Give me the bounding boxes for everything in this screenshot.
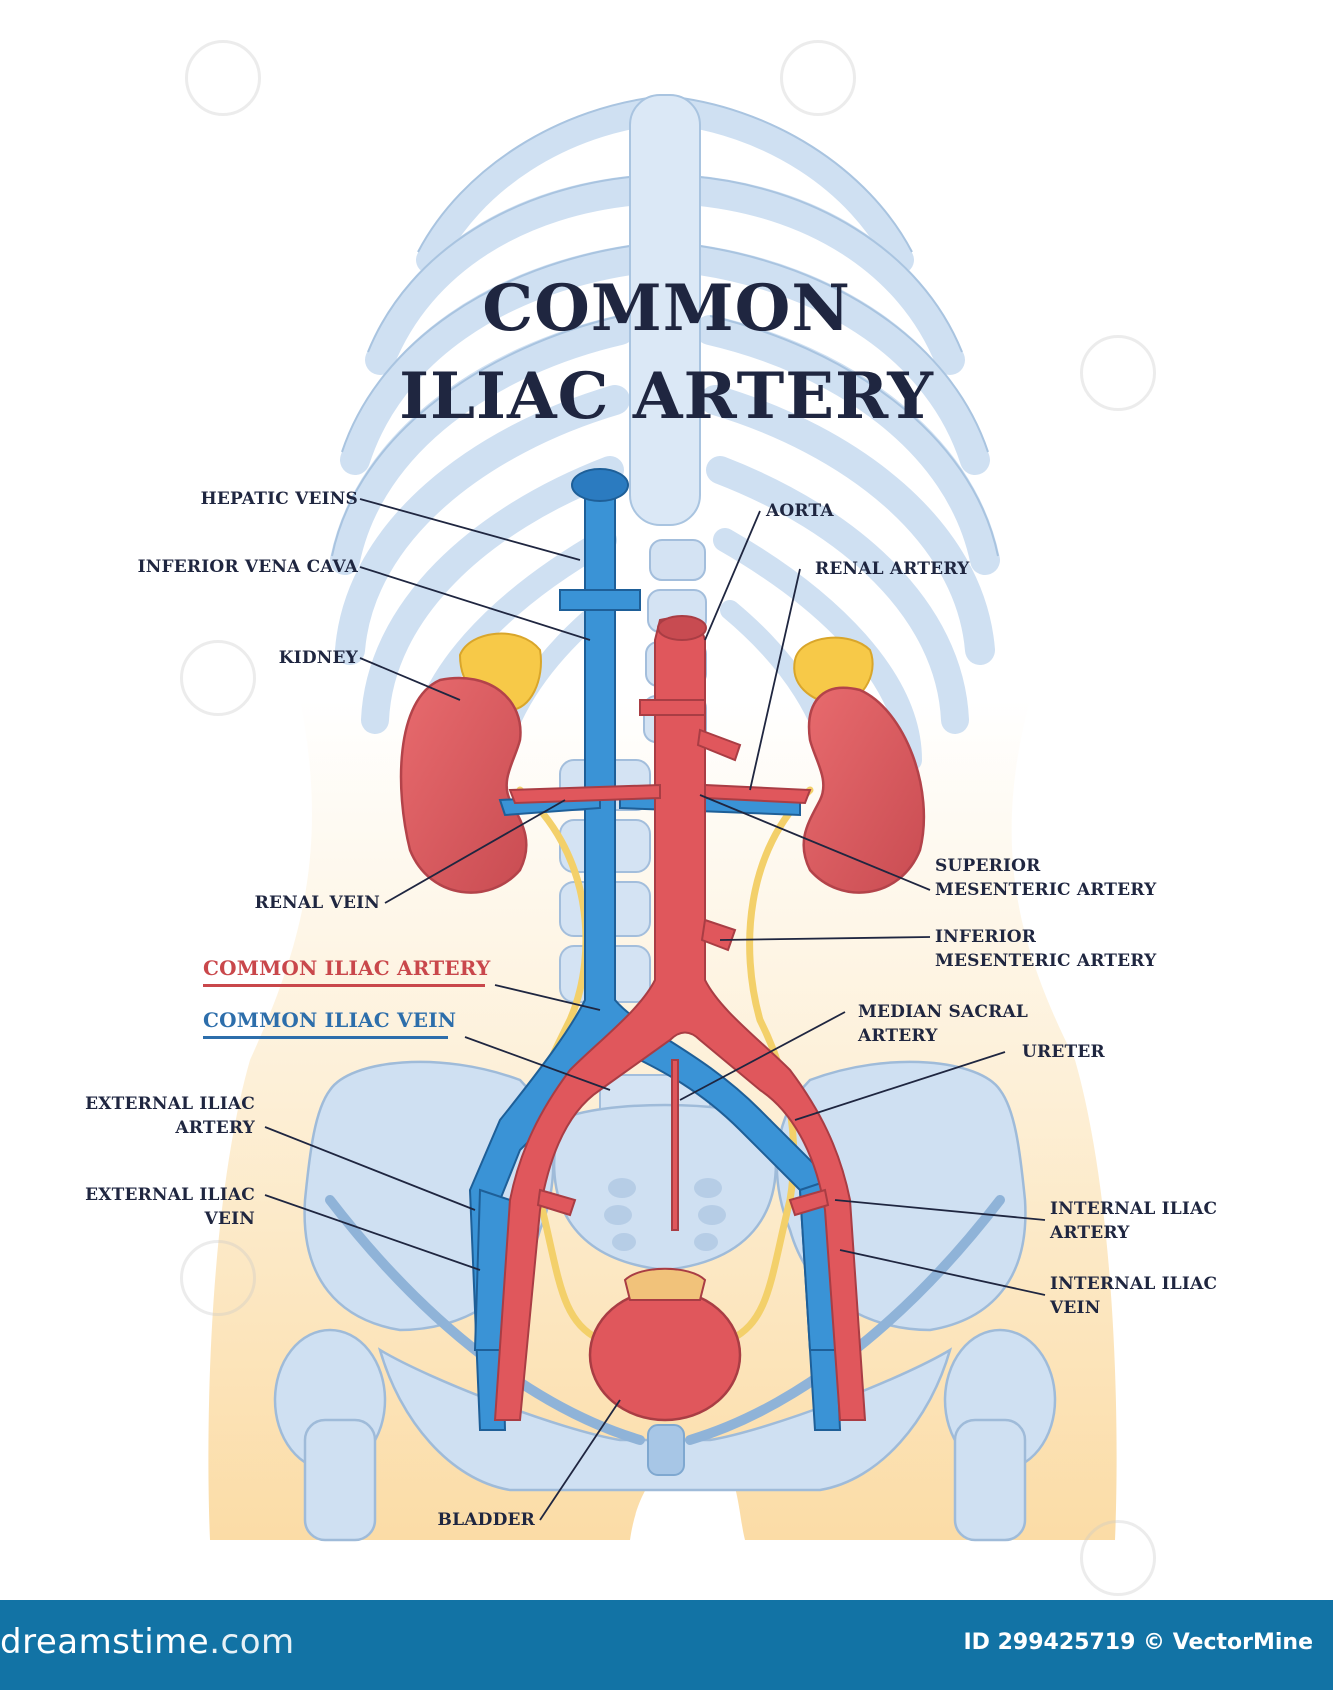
label-common-iliac-vein: COMMON ILIAC VEIN (203, 1008, 457, 1032)
watermark-icon (780, 40, 856, 116)
image-id: ID 299425719 (963, 1630, 1136, 1655)
label-hepatic-veins: HEPATIC VEINS (200, 489, 358, 509)
label-inferior-mesenteric-2: MESENTERIC ARTERY (935, 951, 1157, 971)
image-meta: ID 299425719 © VectorMine (964, 1630, 1314, 1655)
brand-suffix: .com (209, 1622, 295, 1662)
pubic-symphysis (647, 1424, 685, 1476)
label-ureter: URETER (1022, 1042, 1105, 1062)
bladder (588, 1267, 742, 1422)
anatomy-illustration (208, 94, 1117, 1542)
label-internal-iliac-vein-2: VEIN (1050, 1298, 1101, 1318)
label-superior-mesenteric-2: MESENTERIC ARTERY (935, 880, 1157, 900)
kidneys (399, 676, 926, 894)
anatomy-diagram: COMMON ILIAC ARTERY HEPATIC VEINS INFERI… (85, 40, 1218, 1596)
brand-logo[interactable]: dreamstime.com (0, 1622, 295, 1662)
label-inferior-vena-cava: INFERIOR VENA CAVA (137, 557, 358, 577)
watermark-icon (1080, 335, 1156, 411)
label-bladder: BLADDER (437, 1510, 535, 1530)
underline-common-iliac-vein (203, 1036, 448, 1039)
footer-bar: dreamstime.com ID 299425719 © VectorMine (0, 1600, 1333, 1690)
label-internal-iliac-vein-1: INTERNAL ILIAC (1050, 1274, 1218, 1294)
label-common-iliac-artery: COMMON ILIAC ARTERY (203, 956, 491, 980)
sternum (629, 94, 701, 526)
watermark-icon (180, 640, 256, 716)
label-superior-mesenteric-1: SUPERIOR (935, 856, 1041, 876)
title-line-1: COMMON (482, 271, 851, 346)
watermark-icon (1080, 1520, 1156, 1596)
sacral-foramina (604, 1178, 726, 1251)
brand-prefix: dreamstime (0, 1622, 210, 1662)
label-external-iliac-vein-2: VEIN (204, 1209, 255, 1229)
label-renal-artery: RENAL ARTERY (815, 559, 970, 579)
label-renal-vein: RENAL VEIN (254, 893, 380, 913)
author-credit[interactable]: © VectorMine (1143, 1630, 1313, 1655)
label-internal-iliac-artery-1: INTERNAL ILIAC (1050, 1199, 1218, 1219)
watermark-icon (180, 1240, 256, 1316)
title-line-2: ILIAC ARTERY (399, 359, 934, 434)
watermark-icon (185, 40, 261, 116)
underline-common-iliac-artery (203, 984, 485, 987)
label-external-iliac-artery-2: ARTERY (175, 1118, 255, 1138)
label-external-iliac-artery-1: EXTERNAL ILIAC (85, 1094, 255, 1114)
label-inferior-mesenteric-1: INFERIOR (935, 927, 1037, 947)
leader-lines (264, 498, 1046, 1521)
rib-outline (331, 95, 999, 557)
label-internal-iliac-artery-2: ARTERY (1050, 1223, 1130, 1243)
label-median-sacral-2: ARTERY (858, 1026, 938, 1046)
label-kidney: KIDNEY (278, 648, 358, 668)
label-external-iliac-vein-1: EXTERNAL ILIAC (85, 1185, 255, 1205)
label-median-sacral-1: MEDIAN SACRAL (858, 1002, 1028, 1022)
label-aorta: AORTA (766, 501, 834, 521)
arteries (493, 615, 867, 1421)
